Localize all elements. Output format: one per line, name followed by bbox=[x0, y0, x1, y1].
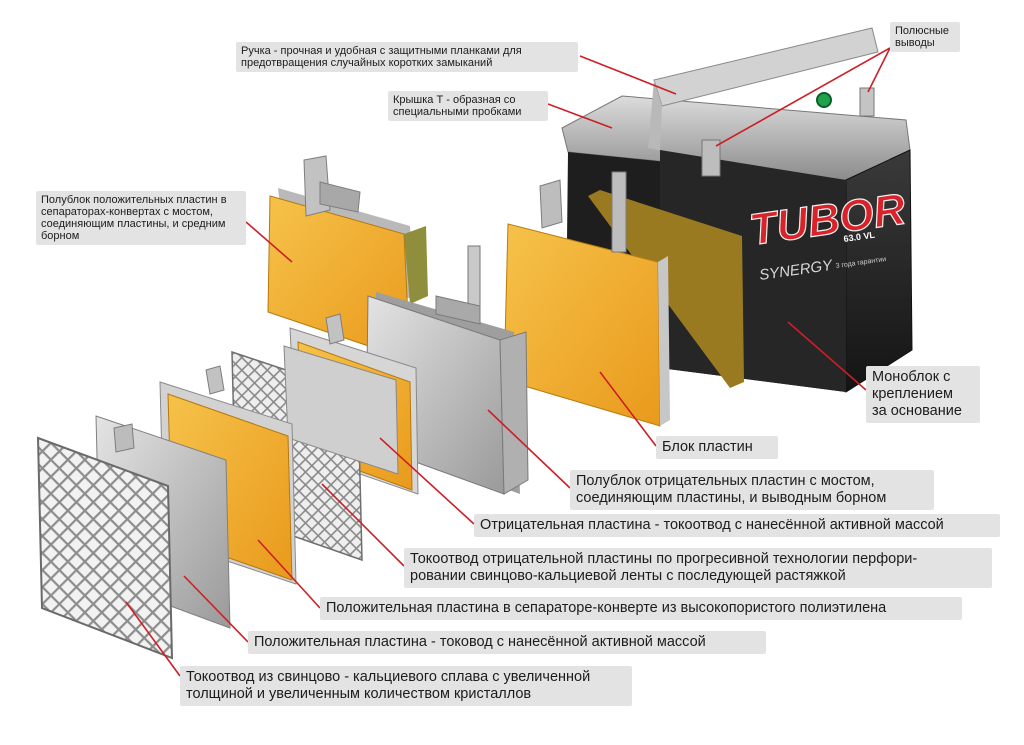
neg-plate bbox=[283, 345, 399, 475]
label-neg-halfblock: Полублок отрицательных пластин с мостом,… bbox=[570, 470, 934, 510]
label-neg-halfblock-line-2: соединяющим пластины, и выводным борном bbox=[576, 490, 887, 506]
label-pos-halfblock-line-4: борном bbox=[41, 230, 80, 242]
label-neg-halfblock-line-1: Полублок отрицательных пластин с мостом, bbox=[576, 473, 875, 489]
label-terminals-line-2: выводы bbox=[895, 37, 935, 49]
label-pos-plate-sep: Положительная пластина в сепараторе-конв… bbox=[320, 597, 962, 620]
label-monoblock-line-3: за основание bbox=[872, 403, 962, 419]
label-neg-grid-line-1: Токоотвод отрицательной пластины по прог… bbox=[410, 551, 918, 567]
leader-pos-plate-sep bbox=[257, 539, 321, 609]
leader-handle bbox=[579, 55, 677, 95]
leader-monoblock bbox=[787, 321, 867, 391]
leader-neg-halfblock bbox=[487, 409, 571, 489]
label-pos-grid-line-1: Токоотвод из свинцово - кальциевого спла… bbox=[186, 669, 591, 685]
label-monoblock-line-1: Моноблок с bbox=[872, 369, 951, 385]
leader-neg-grid bbox=[321, 483, 405, 567]
label-plate-block: Блок пластин bbox=[656, 436, 778, 459]
label-monoblock: Моноблок с креплением за основание bbox=[866, 366, 980, 423]
label-neg-grid: Токоотвод отрицательной пластины по прог… bbox=[404, 548, 992, 588]
label-handle-line-2: предотвращения случайных коротких замыка… bbox=[241, 57, 493, 69]
label-neg-plate: Отрицательная пластина - токоотвод с нан… bbox=[474, 514, 1000, 537]
label-pos-halfblock-line-1: Полублок положительных пластин в bbox=[41, 194, 227, 206]
label-lid-line-2: специальными пробками bbox=[393, 106, 522, 118]
leader-neg-plate bbox=[379, 437, 475, 525]
leader-pos-grid bbox=[125, 601, 181, 677]
leader-lid bbox=[547, 103, 613, 129]
label-pos-grid-line-2: толщиной и увеличенным количеством крист… bbox=[186, 686, 532, 702]
leader-terminals-a bbox=[715, 47, 891, 147]
leader-terminals-b bbox=[867, 47, 891, 93]
label-terminals-line-1: Полюсные bbox=[895, 25, 950, 37]
label-pos-halfblock-line-2: сепараторах-конвертах с мостом, bbox=[41, 206, 213, 218]
leader-pos-halfblock bbox=[245, 221, 293, 263]
label-neg-plate-line-1: Отрицательная пластина - токоотвод с нан… bbox=[480, 517, 944, 533]
leader-plate-block bbox=[599, 371, 657, 447]
label-pos-plate-sep-line-1: Положительная пластина в сепараторе-конв… bbox=[326, 600, 887, 616]
label-pos-halfblock-line-3: соединяющим пластины, и средним bbox=[41, 218, 226, 230]
label-handle: Ручка - прочная и удобная с защитными пл… bbox=[236, 42, 578, 72]
plate-block bbox=[503, 171, 744, 427]
label-lid-line-1: Крышка Т - образная со bbox=[393, 94, 516, 106]
label-pos-plate-line-1: Положительная пластина - токовод с нанес… bbox=[254, 634, 706, 650]
label-monoblock-line-2: креплением bbox=[872, 386, 953, 402]
label-pos-plate: Положительная пластина - токовод с нанес… bbox=[248, 631, 766, 654]
label-handle-line-1: Ручка - прочная и удобная с защитными пл… bbox=[241, 45, 522, 57]
label-pos-halfblock: Полублок положительных пластин в сепарат… bbox=[36, 191, 246, 245]
leader-lines bbox=[125, 47, 891, 677]
leader-pos-plate bbox=[183, 575, 249, 643]
pos-grid bbox=[36, 436, 174, 660]
label-plate-block-line-1: Блок пластин bbox=[662, 439, 753, 455]
label-pos-grid: Токоотвод из свинцово - кальциевого спла… bbox=[180, 666, 632, 706]
capacity-label: 63.0 VL bbox=[843, 230, 876, 244]
label-neg-grid-line-2: ровании свинцово-кальциевой ленты с посл… bbox=[410, 568, 846, 584]
label-terminals: Полюсные выводы bbox=[890, 22, 960, 52]
label-lid: Крышка Т - образная со специальными проб… bbox=[388, 91, 548, 121]
